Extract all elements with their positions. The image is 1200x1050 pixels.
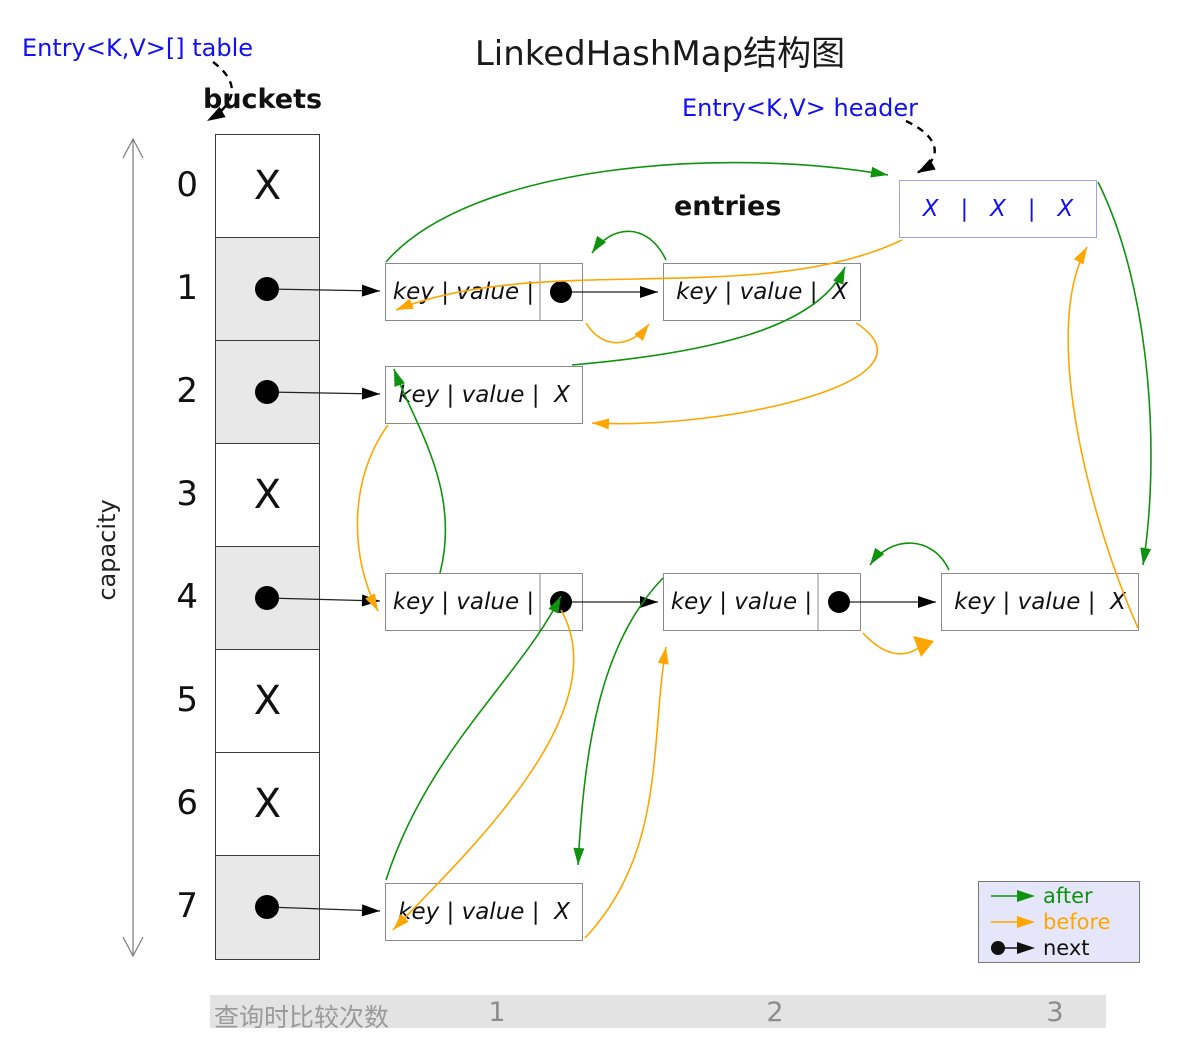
bucket-index-3: 3 [176, 474, 198, 514]
comparison-count-1: 1 [488, 997, 506, 1028]
bucket-cell-1 [216, 238, 319, 341]
before-e1a-e1b [585, 322, 650, 344]
before-e4b-e4c-arrowhead [913, 636, 934, 657]
comparison-count-2: 2 [766, 997, 784, 1028]
bucket-cell-3: X [216, 444, 319, 547]
diagram-title: LinkedHashMap结构图 [474, 34, 846, 74]
entry-text: key | value | [670, 589, 813, 615]
header-reference-label: Entry<K,V> header [682, 94, 919, 122]
before-arrow-icon [991, 916, 1035, 928]
before-e7-e4b [584, 646, 669, 939]
entry-text: key | value | X [954, 589, 1126, 615]
bucket-cell-4 [216, 547, 319, 650]
entry-text: key | value | X [398, 382, 570, 408]
comparison-count-bar: 查询时比较次数 1 2 3 [210, 995, 1106, 1032]
capacity-label: capacity [93, 499, 121, 601]
before-e1b-e2 [591, 322, 878, 430]
after-header-e4c [1097, 181, 1152, 566]
header-entry-node: X | X | X [899, 180, 1097, 238]
entry-text: key | value | X [676, 279, 848, 305]
bucket-cell-2 [216, 341, 319, 444]
entry-node-e4c: key | value | X [941, 573, 1139, 631]
legend-label-before: before [1043, 909, 1111, 934]
before-e4a-e7 [392, 609, 575, 931]
entry-node-e4b: key | value | [663, 573, 861, 631]
bucket-index-0: 0 [176, 165, 198, 205]
bucket-cell-7 [216, 856, 319, 959]
legend-label-after: after [1043, 883, 1093, 908]
bucket-array: X X X X [215, 134, 320, 960]
header-ref-dashed-arrow [905, 119, 936, 175]
entries-label: entries [674, 191, 782, 222]
bucket-index-7: 7 [176, 886, 198, 926]
bucket-index-6: 6 [176, 783, 198, 823]
after-e7-e4a [385, 595, 562, 881]
entry-node-e4a: key | value | [385, 573, 583, 631]
legend-row-before: before [989, 910, 1139, 935]
entry-text: key | value | X [398, 899, 570, 925]
bucket-cell-0: X [216, 135, 319, 238]
entry-node-e7: key | value | X [385, 883, 583, 941]
legend-label-next: next [1043, 935, 1090, 960]
entry-node-e1b: key | value | X [663, 263, 861, 321]
legend-row-after: after [989, 884, 1139, 909]
entry-node-e2: key | value | X [385, 366, 583, 424]
null-mark: X [253, 163, 282, 209]
after-arrow-icon [991, 890, 1035, 902]
entry-text: key | value | [392, 279, 535, 305]
bucket-index-1: 1 [176, 268, 198, 308]
bucket-cell-5: X [216, 650, 319, 753]
null-mark: X [253, 781, 282, 827]
table-reference-label: Entry<K,V>[] table [22, 34, 253, 62]
after-e1a-header [385, 161, 889, 263]
entry-node-e1a: key | value | [385, 263, 583, 321]
after-e4b-e7 [573, 577, 664, 866]
bucket-cell-6: X [216, 753, 319, 856]
null-mark: X [253, 472, 282, 518]
before-e4c-header [1067, 246, 1139, 629]
after-e1b-e1a [591, 230, 667, 261]
entry-text: key | value | [392, 589, 535, 615]
capacity-range-arrow [122, 137, 144, 958]
legend-row-next: next [989, 936, 1139, 961]
buckets-label: buckets [203, 84, 323, 115]
null-mark: X [253, 678, 282, 724]
next-arrow-icon [991, 941, 1035, 955]
comparison-count-3: 3 [1046, 997, 1064, 1028]
bucket-index-4: 4 [176, 577, 198, 617]
bucket-index-5: 5 [176, 680, 198, 720]
comparison-count-label: 查询时比较次数 [214, 1003, 390, 1032]
before-e2-e4a [356, 424, 389, 612]
after-e4c-e4b [869, 542, 950, 571]
legend: after before next [978, 881, 1140, 963]
before-e4b-e4c [862, 632, 922, 655]
bucket-index-2: 2 [176, 371, 198, 411]
